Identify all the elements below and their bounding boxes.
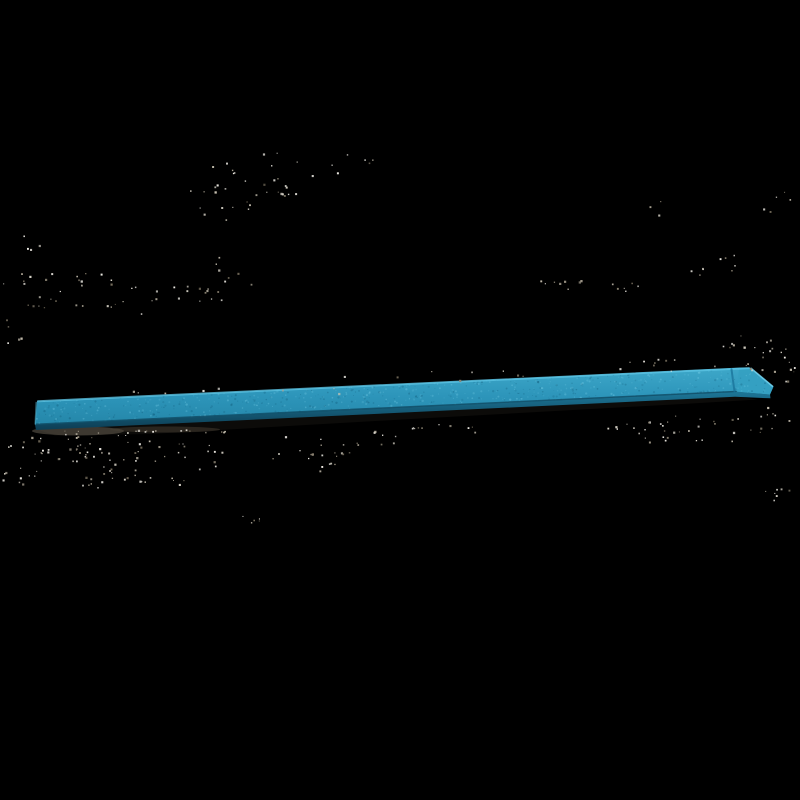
beam-top-highlight	[37, 367, 750, 403]
dust-smudge	[110, 426, 220, 433]
beam-shadow	[36, 396, 758, 436]
beam-seam	[730, 368, 736, 393]
beam-top-face	[35, 367, 774, 425]
beam-tip-facet	[737, 367, 774, 395]
dust-speckles	[2, 152, 796, 524]
beam-tip-highlight	[750, 367, 774, 388]
beam-bottom-edge	[35, 390, 737, 425]
beam-left-edge	[34, 401, 37, 425]
beam-side-face	[35, 391, 771, 430]
